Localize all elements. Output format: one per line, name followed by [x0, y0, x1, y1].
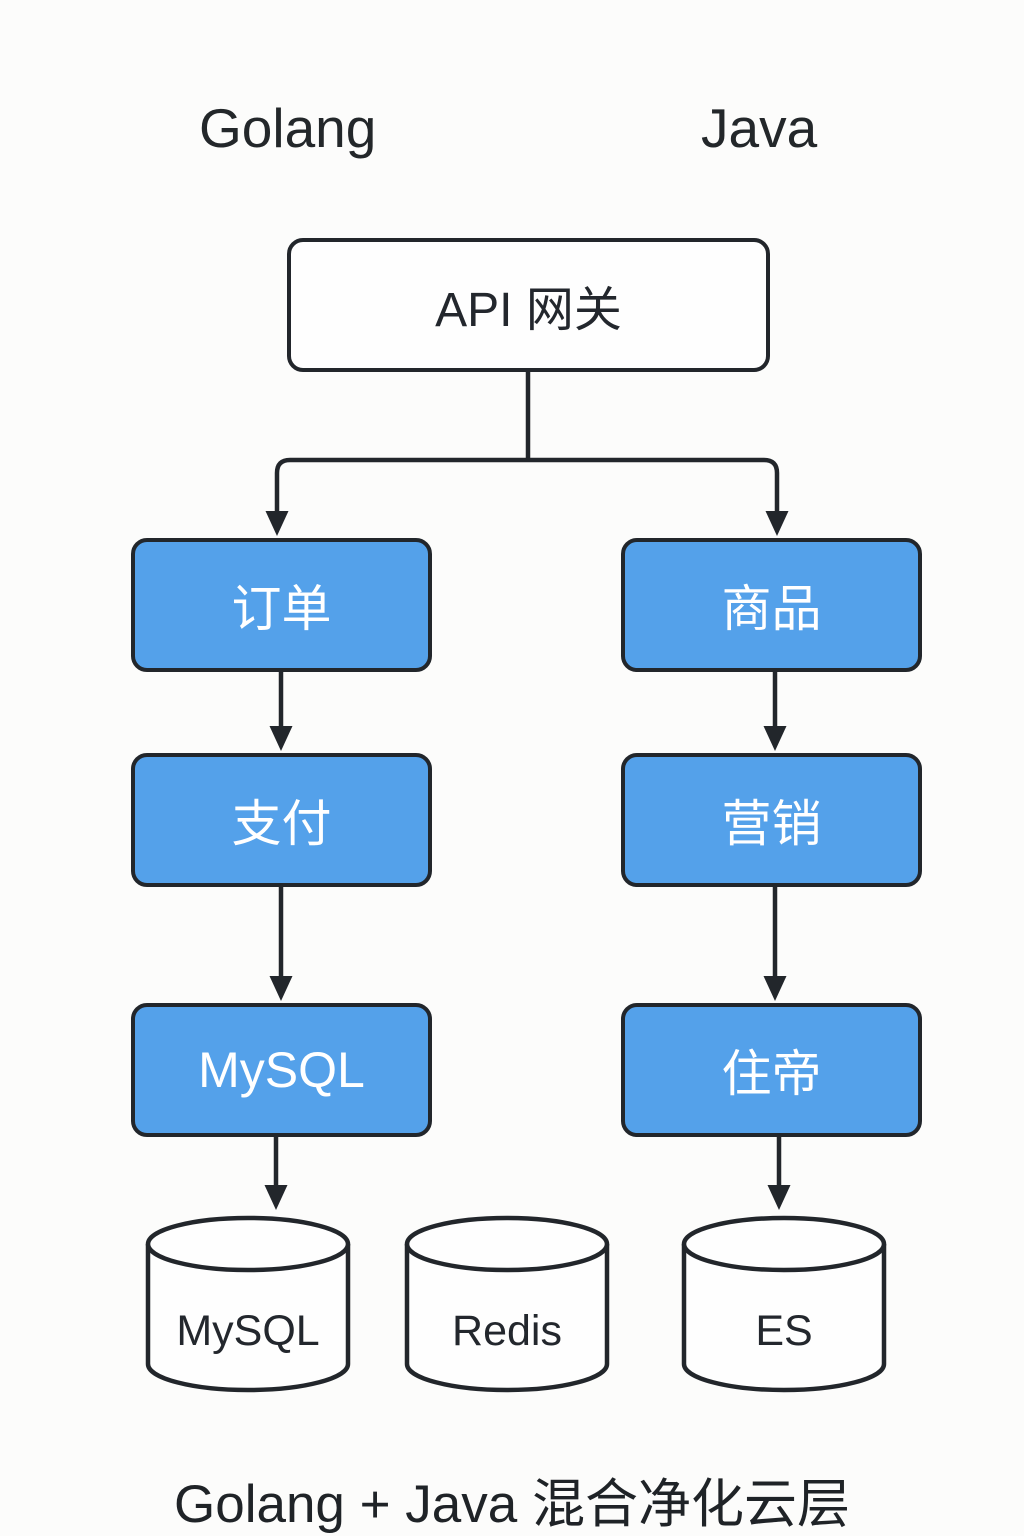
arrowhead-mysql-db — [264, 1185, 288, 1210]
api-gateway-label: API 网关 — [435, 284, 622, 337]
service-label: 住帝 — [721, 1046, 822, 1102]
arrowhead-branch-right — [765, 511, 789, 536]
service-node-marketing: 营销 — [621, 753, 922, 887]
column-label-golang: Golang — [199, 97, 377, 159]
diagram-caption: Golang + Java 混合净化云层 — [174, 1475, 850, 1534]
cylinder-body — [681, 1244, 887, 1393]
column-label-java: Java — [701, 97, 818, 159]
arrowhead-order-payment — [269, 726, 293, 751]
datastore-mysql-label: MySQL — [176, 1307, 319, 1355]
service-label: 订单 — [231, 581, 332, 637]
arrowhead-product-marketing — [763, 726, 787, 751]
cylinder-body — [145, 1244, 351, 1393]
service-node-zhudi: 住帝 — [621, 1003, 922, 1137]
service-node-mysql: MySQL — [131, 1003, 432, 1137]
service-label: 支付 — [231, 796, 332, 852]
cylinder-body — [404, 1244, 610, 1393]
api-gateway-node: API 网关 — [287, 238, 770, 372]
service-label: 营销 — [721, 796, 822, 852]
service-label: MySQL — [198, 1042, 365, 1098]
service-node-payment: 支付 — [131, 753, 432, 887]
service-node-order: 订单 — [131, 538, 432, 672]
arrowhead-branch-left — [265, 511, 289, 536]
arrowhead-service-es — [767, 1185, 791, 1210]
cylinder-top — [404, 1215, 610, 1273]
arrowhead-marketing-next — [763, 976, 787, 1001]
datastore-mysql-cylinder: MySQL — [145, 1215, 351, 1393]
datastore-es-cylinder: ES — [681, 1215, 887, 1393]
datastore-es-label: ES — [755, 1307, 812, 1355]
arrowhead-payment-mysql — [269, 976, 293, 1001]
edge-gateway-branch — [274, 457, 780, 517]
cylinder-top — [145, 1215, 351, 1273]
datastore-redis-label: Redis — [452, 1307, 562, 1355]
service-label: 商品 — [721, 581, 822, 637]
datastore-redis-cylinder: Redis — [404, 1215, 610, 1393]
service-node-product: 商品 — [621, 538, 922, 672]
cylinder-top — [681, 1215, 887, 1273]
